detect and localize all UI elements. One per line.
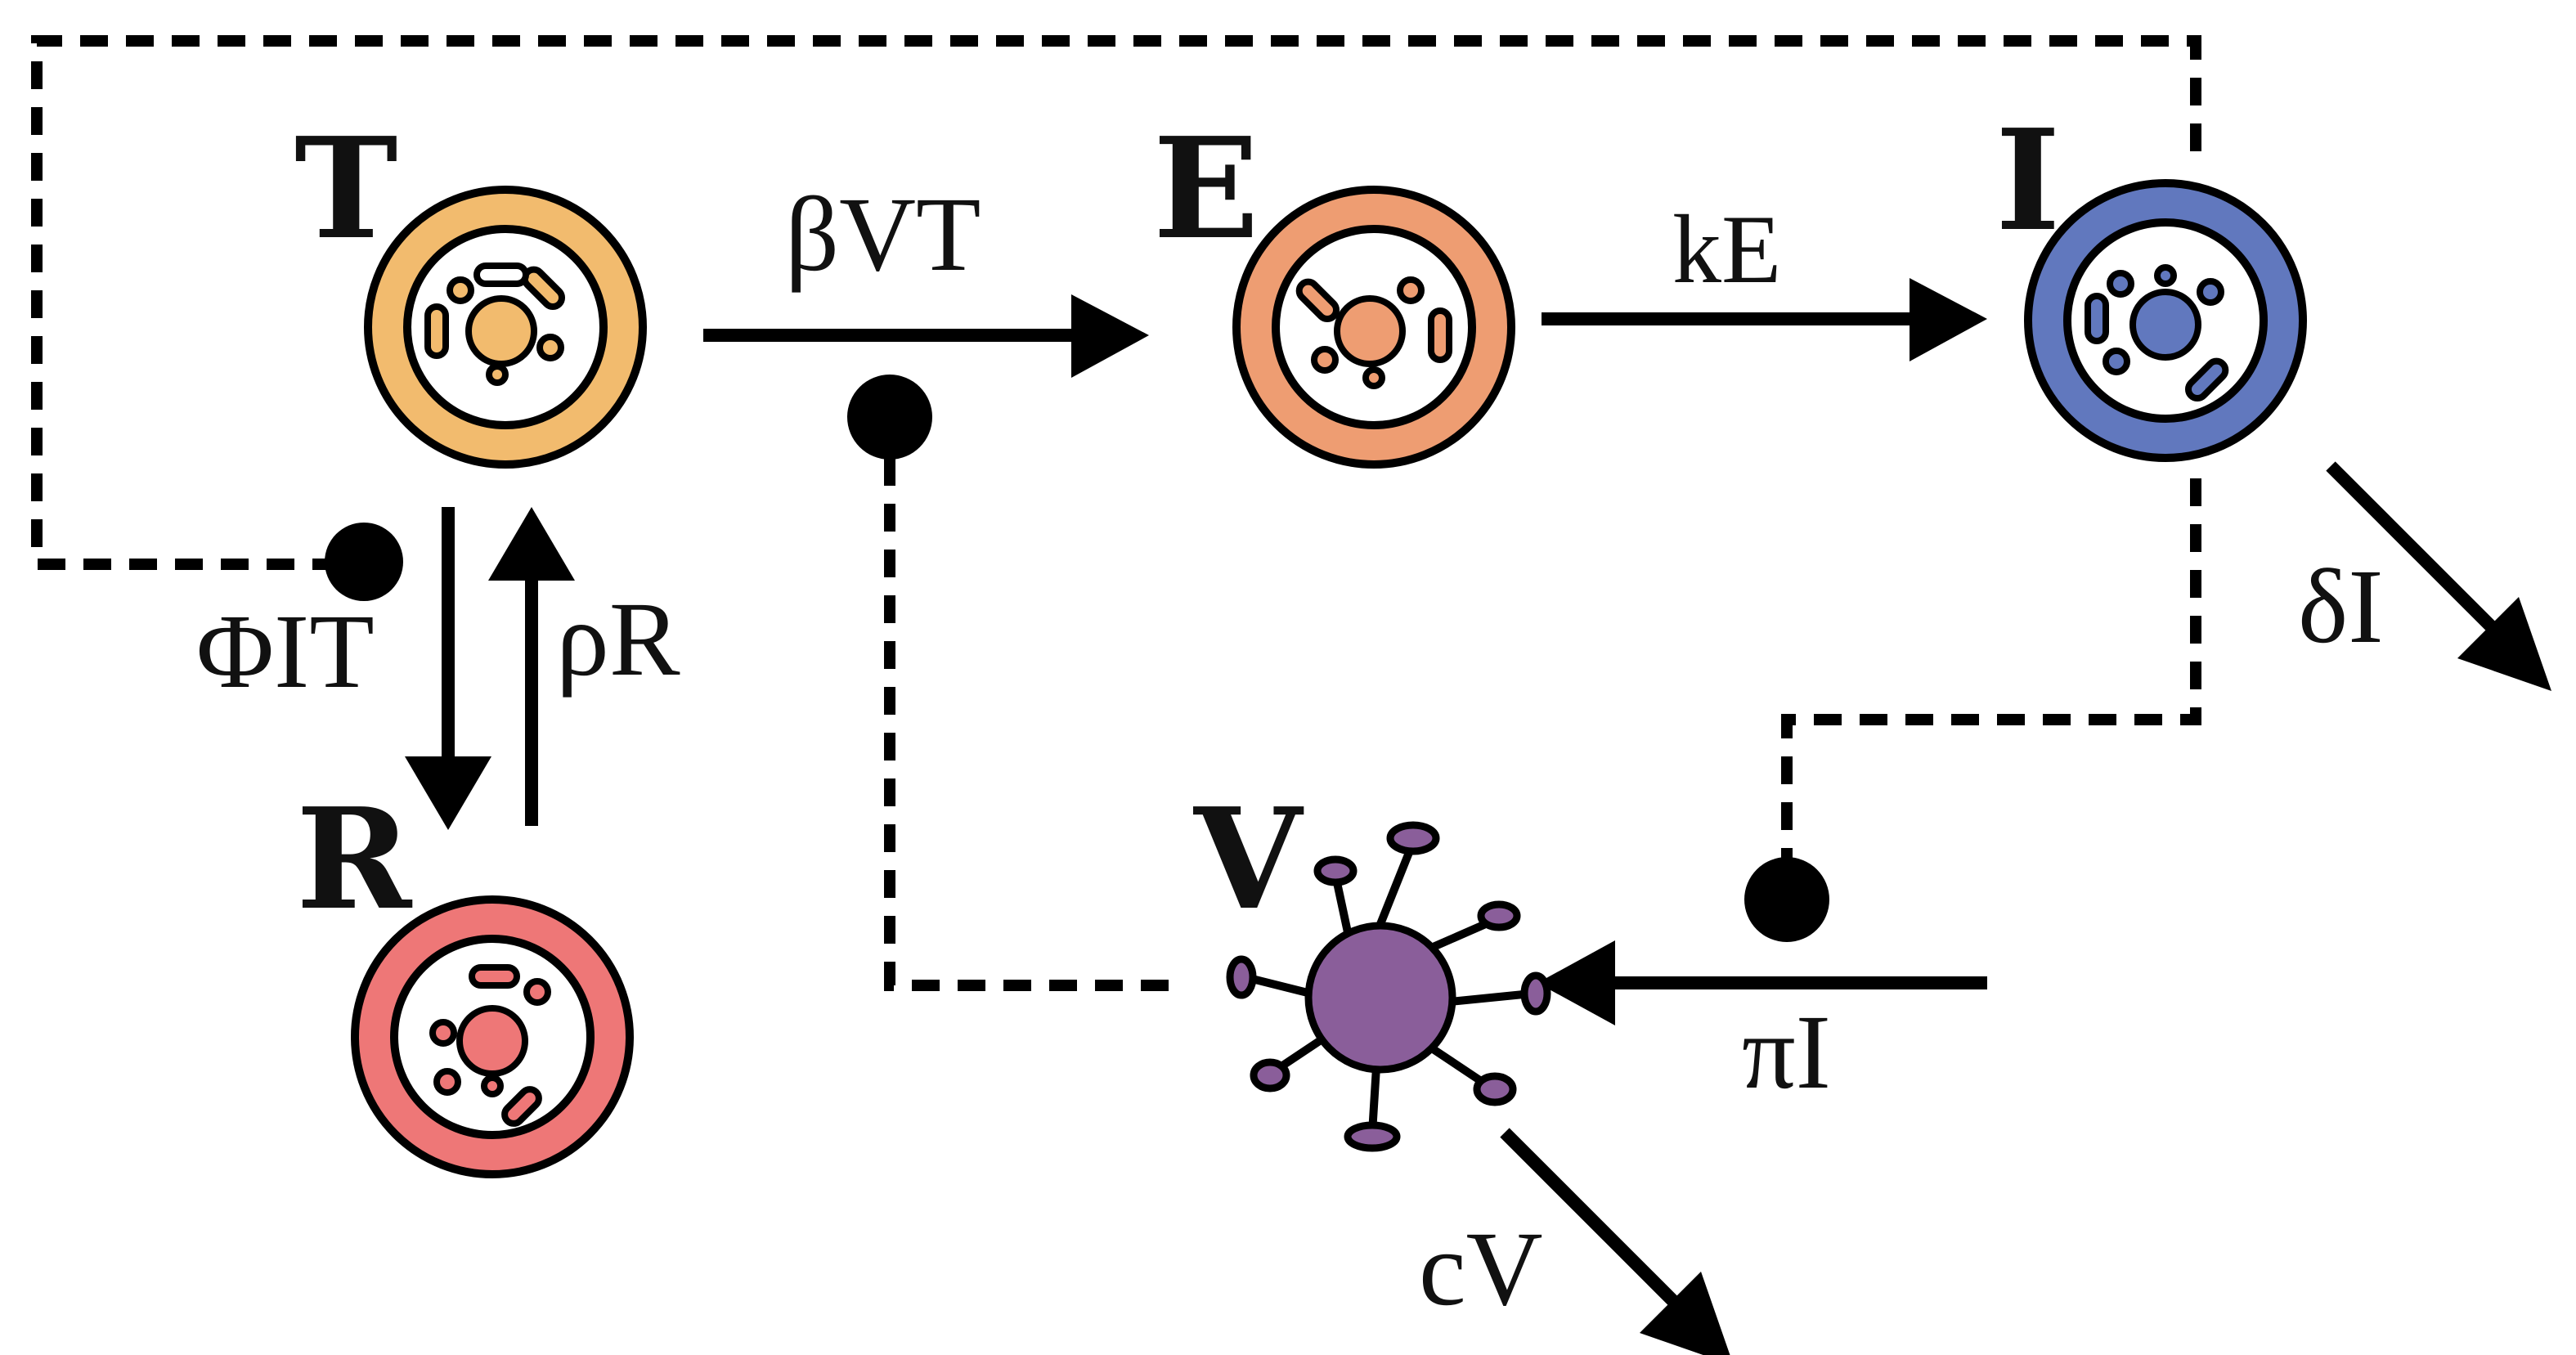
solid-arrows — [405, 278, 2551, 1355]
refractory-junction-dot — [325, 523, 403, 601]
rate-label-eclipse: kE — [1672, 195, 1781, 303]
node-label-r: R — [296, 778, 413, 941]
arrowhead-t-to-r — [405, 756, 491, 830]
arrowhead-e-to-i — [1910, 278, 1987, 361]
cell-icon — [429, 964, 551, 1127]
dashed-connectors — [31, 35, 2201, 991]
arrowhead-v-clearance — [1640, 1272, 1730, 1355]
arrowhead-r-to-t — [488, 507, 575, 581]
arrowhead-t-to-e — [1071, 294, 1149, 378]
cell-icon — [2085, 264, 2229, 402]
node-label-e: E — [1153, 107, 1259, 271]
loop-virus-to-infection-dashed — [884, 458, 1182, 991]
rate-label-reversion: ρR — [556, 581, 680, 698]
arrowhead-production-to-v — [1537, 940, 1615, 1025]
node-e — [1232, 186, 1515, 469]
virus-icon — [1226, 821, 1551, 1152]
loop-i-to-production-dashed — [1781, 478, 2201, 867]
arrow-i-death — [2326, 461, 2499, 635]
rate-label-death: δI — [2298, 548, 2384, 666]
infection-junction-dot — [847, 375, 932, 460]
rate-label-infection: βVT — [785, 176, 981, 294]
node-v — [1226, 821, 1551, 1152]
node-label-t: T — [294, 107, 398, 271]
node-r — [351, 895, 634, 1178]
node-label-i: I — [1995, 99, 2061, 262]
rate-label-clearance: cV — [1419, 1210, 1543, 1328]
node-label-v: V — [1193, 778, 1304, 941]
node-t — [364, 186, 647, 469]
arrowhead-i-death — [2457, 597, 2551, 691]
rate-label-production: πI — [1742, 994, 1831, 1111]
production-junction-dot — [1744, 857, 1829, 942]
arrow-v-clearance — [1500, 1128, 1681, 1309]
cell-icon — [1295, 276, 1452, 389]
node-i — [2024, 179, 2307, 462]
cell-icon — [424, 262, 566, 386]
loop-i-to-refractory-dashed — [31, 35, 2201, 570]
rate-label-refractory: ΦIT — [196, 593, 375, 711]
